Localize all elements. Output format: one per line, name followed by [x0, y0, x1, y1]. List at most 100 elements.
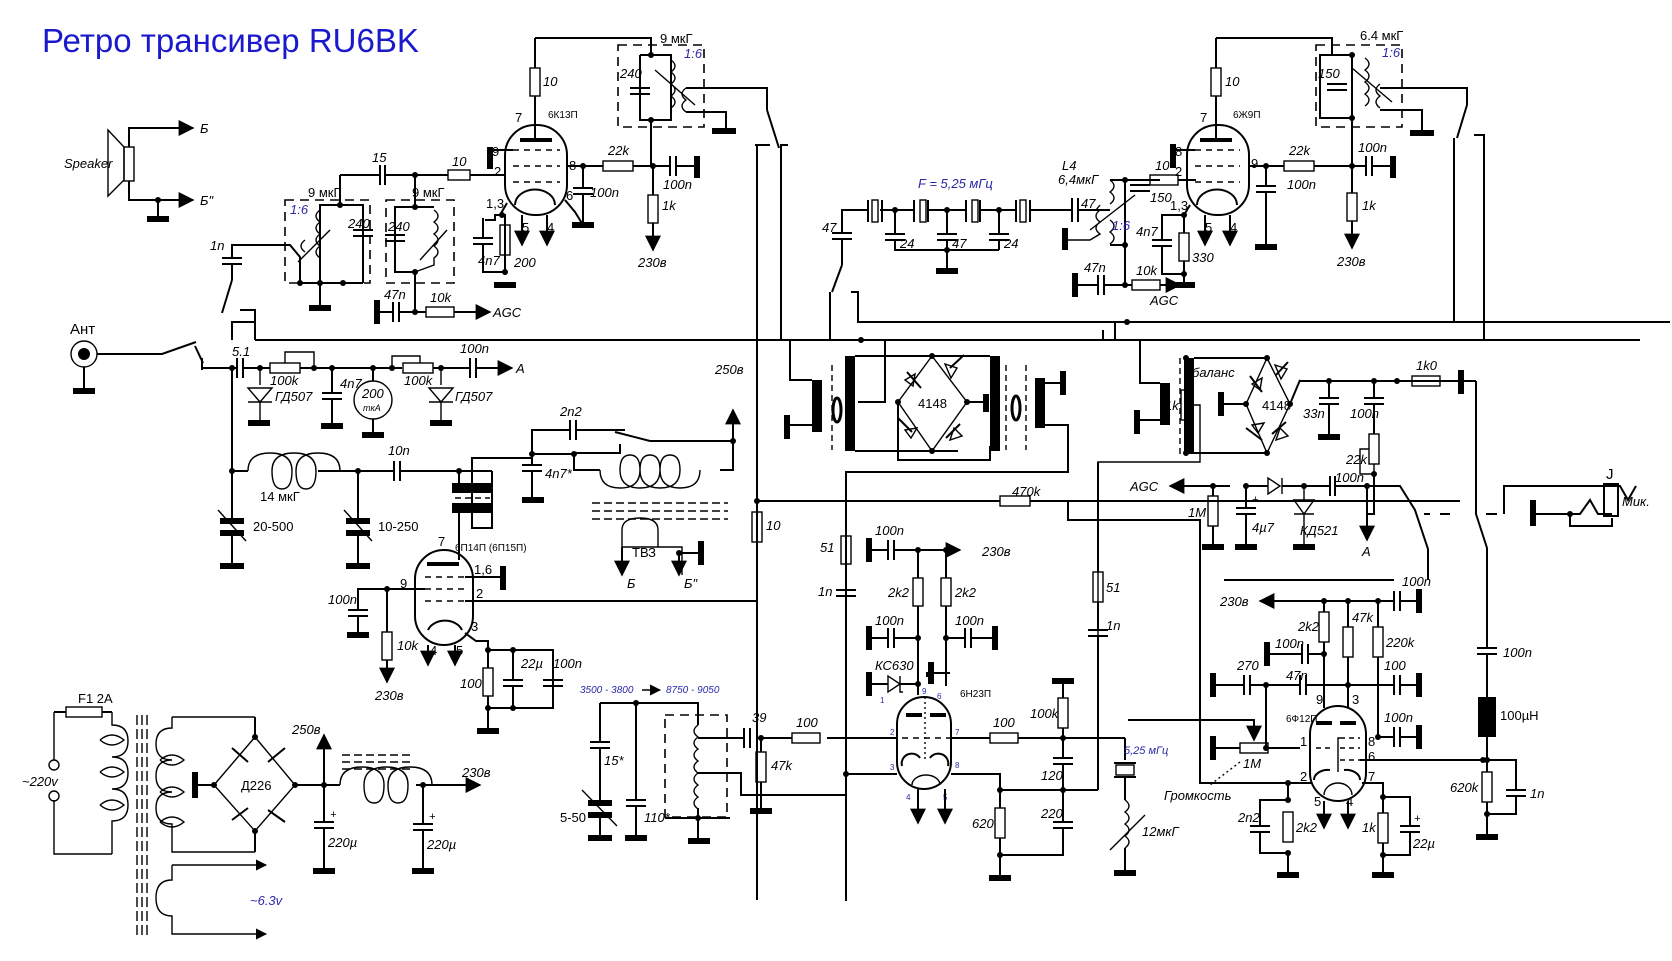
pa-supply: 230в	[374, 688, 404, 703]
swr-r2-label: 100k	[404, 373, 434, 388]
audio-pin-1: 1	[1300, 734, 1307, 749]
xtal-filter-freq: F = 5,25 мГц	[918, 176, 993, 191]
audio-pin-5: 5	[1314, 794, 1321, 809]
audio-pin-2: 2	[1300, 769, 1307, 784]
c2-label: 47	[952, 236, 967, 251]
vfo-c-couple-out-label: 1n	[818, 584, 832, 599]
power-amplifier: 14 мкГ 10n 20-500 10-250 7 6П14П (6П15П)…	[217, 362, 1460, 734]
agc-c-label: 47n	[384, 287, 406, 302]
agc-detector-out: AGC	[1129, 479, 1159, 494]
vfo-c-a1-label: 100n	[875, 613, 904, 628]
if-pin-8: 8	[1175, 144, 1182, 159]
svg-text:+: +	[1252, 494, 1259, 506]
pin-2: 2	[494, 164, 501, 179]
c-l4-label: 150	[1150, 190, 1172, 205]
l-out-label: 9 мкГ	[660, 31, 693, 46]
r-screen2-label: 1k	[662, 198, 677, 213]
swr-r1-label: 100k	[270, 373, 300, 388]
c-tank3-label: 240	[619, 66, 642, 81]
pin-7: 7	[515, 110, 522, 125]
pa-l-pi-label: 14 мкГ	[260, 489, 300, 504]
mixer2-c2-label: 100n	[1350, 406, 1379, 421]
c-couple-label: 15	[372, 150, 387, 165]
tube-6p14p: 6П14П (6П15П)	[455, 543, 527, 554]
audio-c-1n-label: 1n	[1530, 786, 1544, 801]
if-c-cathode-label: 4n7	[1136, 224, 1158, 239]
vfo-c-supply-label: 100n	[875, 523, 904, 538]
pa-c-sw-label: 2n2	[559, 404, 582, 419]
psu-heater-label: ~6.3v	[250, 893, 284, 908]
vfo-pin-1: 1	[880, 696, 885, 705]
audio-amplifier: 230в 100n 2k2 47k 220k 100n 270 47n 100 …	[1067, 501, 1544, 878]
ratio-in: 1:6	[290, 202, 309, 217]
swr-out-a: A	[515, 361, 525, 376]
if-r-anode-label: 10	[1225, 74, 1240, 89]
vfo-zener-label: КС630	[875, 658, 914, 673]
pa-pin-2: 2	[476, 586, 483, 601]
audio-r-a1-label: 2k2	[1297, 619, 1320, 634]
agc-r-label: 1M	[1188, 505, 1206, 520]
if-agc-c-label: 47n	[1084, 260, 1106, 275]
tube-6n23p: 6Н23П	[960, 689, 991, 700]
vfo-pin-9: 9	[922, 687, 927, 696]
mic-jack-label: J	[1606, 466, 1614, 483]
audio-r-k2-label: 1k	[1362, 820, 1377, 835]
audio-c-k2-label: 22µ	[1412, 836, 1435, 851]
agc-out-2: AGC	[1149, 293, 1179, 308]
vfo-r-bfo-label: 51	[1106, 580, 1120, 595]
l4-val: 6,4мкГ	[1058, 172, 1099, 187]
if-pin-2: 2	[1175, 164, 1182, 179]
tube-6zh9p: 6Ж9П	[1233, 110, 1261, 121]
audio-c-g2-label: 100n	[1384, 710, 1413, 725]
r-screen-label: 22k	[607, 143, 630, 158]
vfo-xtal-label: 5,25 мГц	[1124, 745, 1168, 757]
c-tank2-label: 240	[387, 219, 410, 234]
if-pin-4: 4	[1230, 220, 1237, 235]
vfo-l-xtal-label: 12мкГ	[1142, 824, 1180, 839]
pa-c-k2-label: 100n	[553, 656, 582, 671]
if-ratio-in: 1:6	[1112, 218, 1131, 233]
audio-pin-3: 3	[1352, 692, 1359, 707]
agc-out-1: AGC	[492, 305, 522, 320]
vfo-c-220-label: 220	[1040, 806, 1063, 821]
antenna-label: Ант	[70, 321, 95, 338]
pa-hv-label: 250в	[714, 362, 744, 377]
l-in2-label: 9 мкГ	[412, 185, 445, 200]
r-cathode-label: 200	[513, 255, 536, 270]
vfo-r-grid-label: 100	[796, 715, 818, 730]
vfo-r-out-label: 100	[993, 715, 1015, 730]
l-in-label: 9 мкГ	[308, 185, 341, 200]
pa-c-out-label: 4n7*	[545, 466, 573, 481]
audio-r-k1-label: 2k2	[1295, 820, 1318, 835]
svg-text:+: +	[330, 809, 337, 821]
audio-pin-7: 7	[1368, 769, 1375, 784]
vfo-r-470-label: 470k	[1012, 484, 1042, 499]
vfo-pin-8: 8	[955, 761, 960, 770]
vfo-r-bias-label: 100k	[1030, 706, 1060, 721]
vfo-c2-label: 110*	[644, 810, 671, 825]
audio-c-out-label: 100n	[1503, 645, 1532, 660]
c-out-label: 47	[1081, 196, 1096, 211]
pa-c-k1-label: 22µ	[520, 656, 543, 671]
audio-c-couple-label: 47n	[1286, 668, 1308, 683]
psu-bridge-label: Д226	[241, 778, 272, 793]
supply-230-1: 230в	[637, 255, 667, 270]
pin-13: 1,3	[486, 196, 504, 211]
c-in-label: 47	[822, 220, 837, 235]
if-pin-9: 9	[1251, 156, 1258, 171]
pa-pin-3: 3	[471, 619, 478, 634]
if-c-screen-label: 100n	[1287, 177, 1316, 192]
if-c-tank-label: 150	[1318, 66, 1340, 81]
speaker-out-b: Б	[200, 121, 209, 136]
audio-c-100-label: 100	[1384, 658, 1406, 673]
swr-d2-label: ГД507	[455, 389, 493, 404]
pa-c-tune-label: 20-500	[253, 519, 293, 534]
mixer2-r-bal-label: 1k	[1165, 398, 1180, 413]
if-agc-r-label: 10k	[1136, 263, 1158, 278]
meter-unit: mкА	[363, 403, 381, 413]
balanced-mixer-1: 4148	[784, 340, 1069, 901]
agc-d-label: КД521	[1300, 523, 1339, 538]
pa-c-grid2-label: 100n	[328, 592, 357, 607]
c1-label: 24	[899, 236, 914, 251]
